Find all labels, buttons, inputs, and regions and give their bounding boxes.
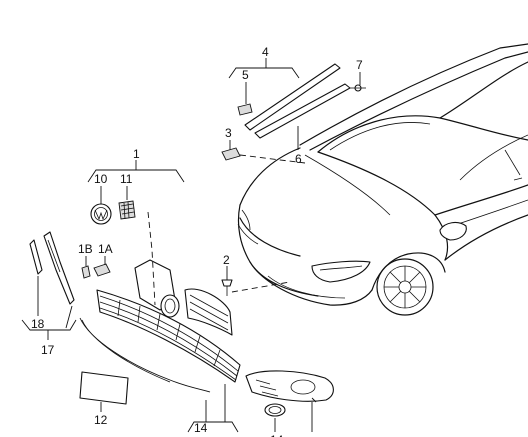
- callout-6: 6: [295, 152, 302, 166]
- callout-1A: 1A: [98, 242, 113, 256]
- callout-18: 18: [31, 317, 45, 331]
- roof-trim-strips: [244, 63, 351, 139]
- bracket-part-3: [221, 147, 306, 164]
- clip-part-5: [237, 103, 253, 116]
- radiator-grille-part-1: [134, 211, 233, 336]
- emblem-part-10: [90, 203, 112, 225]
- grille-insert-part-11: [118, 200, 136, 220]
- callout-11: 11: [120, 172, 133, 186]
- screw-part-7: [350, 84, 366, 92]
- clip-part-1A: [93, 263, 111, 277]
- callout-12: 12: [94, 413, 108, 427]
- callout-1: 1: [133, 147, 140, 161]
- foglight-cover-part: [245, 370, 334, 402]
- side-bracket-part-18: [29, 239, 43, 275]
- callout-10: 10: [94, 172, 108, 186]
- leader-lines: [21, 58, 361, 433]
- callout-14-grille: 14: [194, 421, 208, 435]
- callout-2: 2: [223, 253, 230, 267]
- front-wheel: [376, 258, 434, 316]
- callout-5: 5: [242, 68, 249, 82]
- callout-17: 17: [41, 343, 55, 357]
- callout-14-foglight: 14: [270, 433, 284, 437]
- foglight-ring-part: [264, 403, 286, 417]
- callout-labels: 1 10 11 1B 1A 2 3 4 5 6 7 18 17 12 14 14: [31, 45, 363, 437]
- callout-3: 3: [225, 126, 232, 140]
- plate-holder-part-12: [79, 371, 129, 405]
- car-body-outline: [237, 43, 528, 306]
- side-bracket-part-17: [43, 231, 75, 305]
- clip-part-1B: [81, 265, 91, 279]
- callout-4: 4: [262, 45, 269, 59]
- callout-1B: 1B: [78, 242, 93, 256]
- callout-7: 7: [356, 58, 363, 72]
- screw-part-2: [221, 279, 291, 296]
- lower-grille-part-14: [79, 289, 241, 393]
